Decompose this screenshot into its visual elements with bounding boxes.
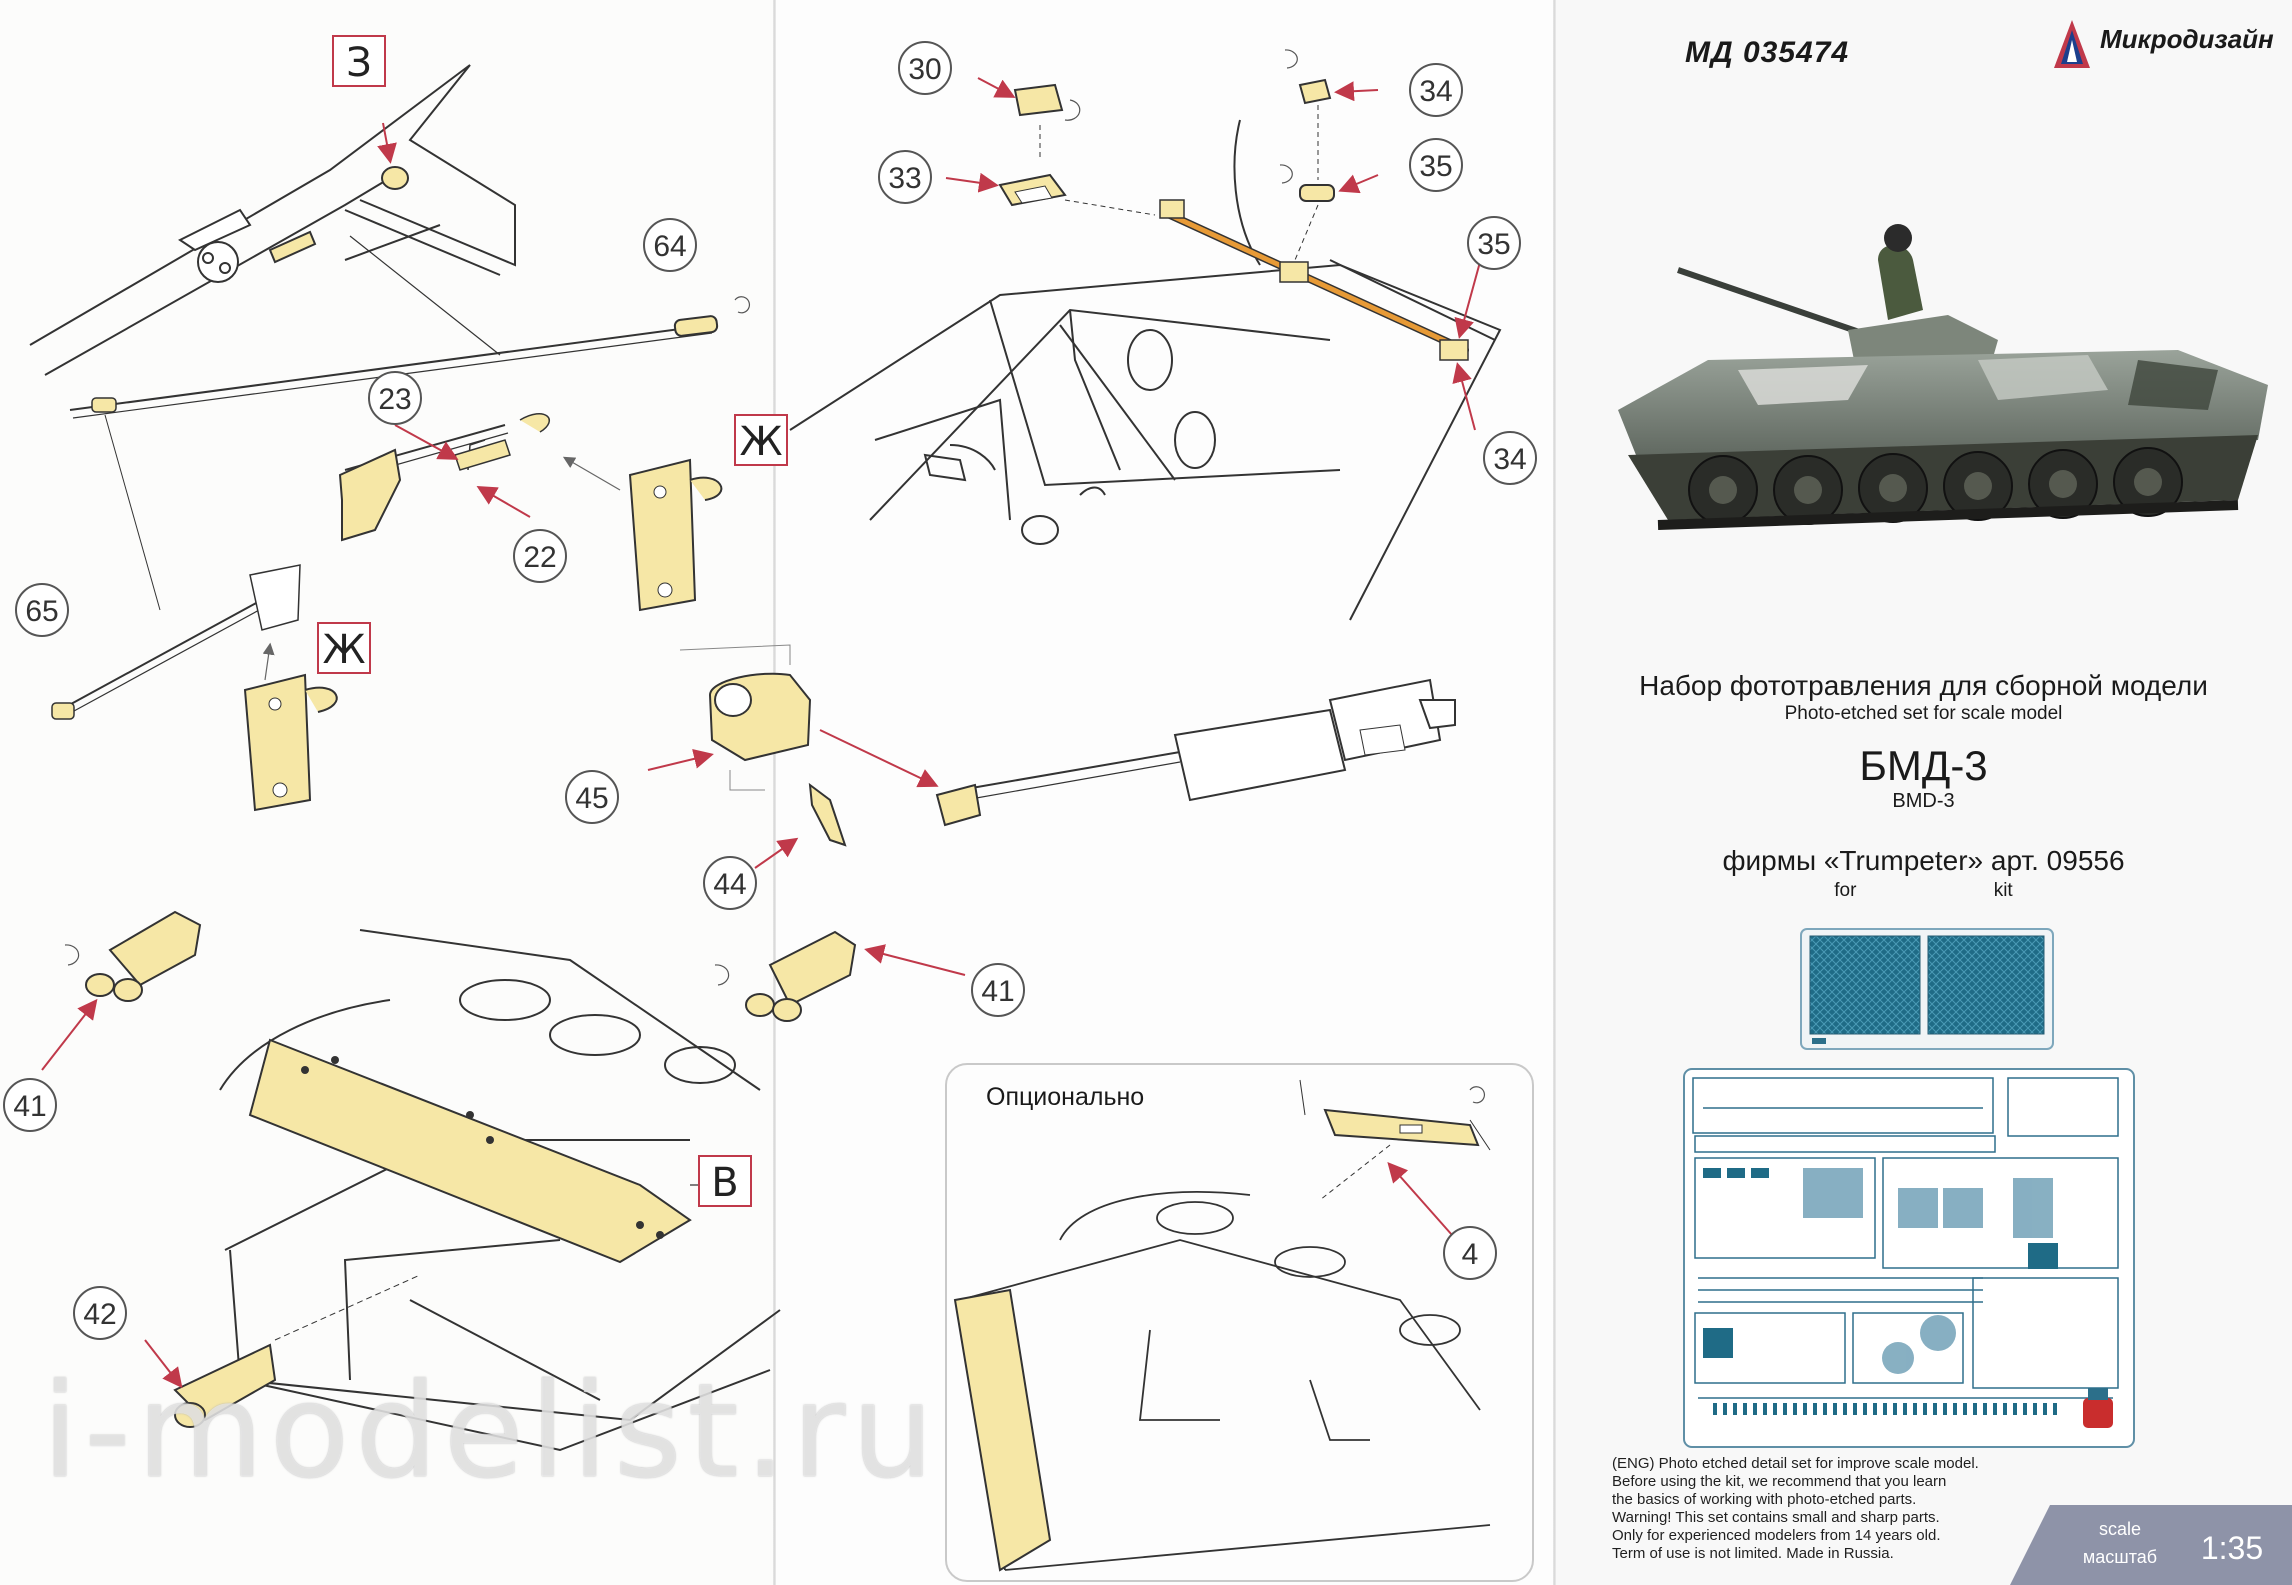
callout-64-label: 64 xyxy=(653,230,686,263)
letter-box-zh-upper: Ж xyxy=(734,414,788,466)
callout-34-top-label: 34 xyxy=(1419,75,1452,108)
set-title-en: Photo-etched set for scale model xyxy=(1784,703,2063,724)
kit-code: МД 035474 xyxy=(1685,36,1850,69)
letter-box-zh-upper-label: Ж xyxy=(739,419,782,465)
callout-41-right-label: 41 xyxy=(981,975,1014,1008)
maker-en: for kit xyxy=(1834,880,2013,901)
callout-4: 4 xyxy=(1443,1226,1497,1280)
fold-line-left xyxy=(773,0,776,1585)
letter-box-zh-lower-label: Ж xyxy=(322,627,365,673)
middle-panel xyxy=(775,0,1555,1585)
callout-30-label: 30 xyxy=(908,53,941,86)
callout-65-label: 65 xyxy=(25,595,58,628)
callout-45: 45 xyxy=(565,770,619,824)
lower-rod-65 xyxy=(51,564,301,720)
note-line: the basics of working with photo-etched … xyxy=(1612,1491,1917,1508)
set-title-ru: Набор фототравления для сборной модели xyxy=(1639,670,2208,701)
letter-box-b-label: В xyxy=(711,1160,738,1206)
part-41-left xyxy=(41,910,202,1071)
optional-plate xyxy=(953,1288,1052,1572)
parts-44-45 xyxy=(647,644,939,869)
bracket-zh-upper xyxy=(562,456,723,612)
callout-35-right-label: 35 xyxy=(1477,228,1510,261)
callout-22-label: 22 xyxy=(523,541,556,574)
part-b-plate xyxy=(248,1038,720,1264)
brand-logo-icon xyxy=(2054,20,2090,68)
fret-large-image xyxy=(1683,1068,2135,1448)
rotation-hints xyxy=(64,49,1486,1104)
note-line: (ENG) Photo etched detail set for improv… xyxy=(1612,1455,1979,1472)
callout-35-top: 35 xyxy=(1409,138,1463,192)
part-41-right xyxy=(745,930,966,1022)
scale-label-ru: масштаб xyxy=(2083,1547,2157,1567)
optional-label: Опционально xyxy=(986,1083,1145,1111)
letter-box-3-label: З xyxy=(346,40,372,86)
part-42 xyxy=(144,1274,421,1428)
model-name-en: BMD-3 xyxy=(1892,790,1955,812)
callout-35-top-label: 35 xyxy=(1419,150,1452,183)
part-3-bolt xyxy=(377,122,409,190)
watermark: i-modelist.ru xyxy=(42,1355,940,1507)
callout-34-top: 34 xyxy=(1409,63,1463,117)
maker-ru: фирмы «Trumpeter» арт. 09556 xyxy=(1722,845,2125,876)
letter-box-3: З xyxy=(332,35,386,87)
scale-tab: scale масштаб 1:35 xyxy=(2010,1505,2292,1585)
callout-22: 22 xyxy=(513,529,567,583)
orange-rod xyxy=(1159,199,1469,361)
letter-box-b: В xyxy=(698,1155,752,1207)
callout-42-label: 42 xyxy=(83,1298,116,1331)
callout-34-right: 34 xyxy=(1483,431,1537,485)
model-name-ru: БМД-3 xyxy=(1859,742,1988,789)
callout-34-right-label: 34 xyxy=(1493,443,1526,476)
note-line: Term of use is not limited. Made in Russ… xyxy=(1612,1545,1894,1562)
optional-inset-frame xyxy=(945,1063,1534,1582)
parts-30-33 xyxy=(945,77,1156,216)
callout-23-label: 23 xyxy=(378,383,411,416)
callout-45-label: 45 xyxy=(575,782,608,815)
callout-33: 33 xyxy=(878,150,932,204)
note-line: Only for experienced modelers from 14 ye… xyxy=(1612,1527,1941,1544)
vehicle-photo xyxy=(1618,224,2268,530)
brand-name: Микродизайн xyxy=(2100,24,2274,54)
gun-barrel-drawing xyxy=(935,678,1456,827)
fold-line-right xyxy=(1553,0,1556,1585)
scale-label-en: scale xyxy=(2099,1519,2141,1539)
callout-23: 23 xyxy=(368,371,422,425)
note-line: Before using the kit, we recommend that … xyxy=(1612,1473,1947,1490)
callout-35-right: 35 xyxy=(1467,216,1521,270)
callout-33-label: 33 xyxy=(888,162,921,195)
scale-value: 1:35 xyxy=(2201,1530,2263,1566)
callout-41-right: 41 xyxy=(971,963,1025,1017)
letter-box-zh-lower: Ж xyxy=(317,622,371,674)
parts-34-35 xyxy=(1294,78,1481,431)
english-note: (ENG) Photo etched detail set for improv… xyxy=(1612,1455,2032,1563)
shovel-parts-22-23 xyxy=(338,413,550,542)
callout-44-label: 44 xyxy=(713,868,746,901)
hull-side-drawing xyxy=(29,64,516,376)
callout-30: 30 xyxy=(898,41,952,95)
callout-41-left: 41 xyxy=(3,1078,57,1132)
callout-4-label: 4 xyxy=(1462,1238,1479,1271)
part-4 xyxy=(1299,1079,1491,1236)
bracket-zh-lower xyxy=(243,673,338,812)
callout-65: 65 xyxy=(15,583,69,637)
callout-44: 44 xyxy=(703,856,757,910)
left-panel xyxy=(0,0,775,1585)
callout-42: 42 xyxy=(73,1286,127,1340)
callout-64: 64 xyxy=(643,218,697,272)
top-hull-drawing xyxy=(789,119,1502,621)
note-line: Warning! This set contains small and sha… xyxy=(1612,1509,1940,1526)
fret-small-image xyxy=(1800,928,2054,1050)
callout-41-left-label: 41 xyxy=(13,1090,46,1123)
